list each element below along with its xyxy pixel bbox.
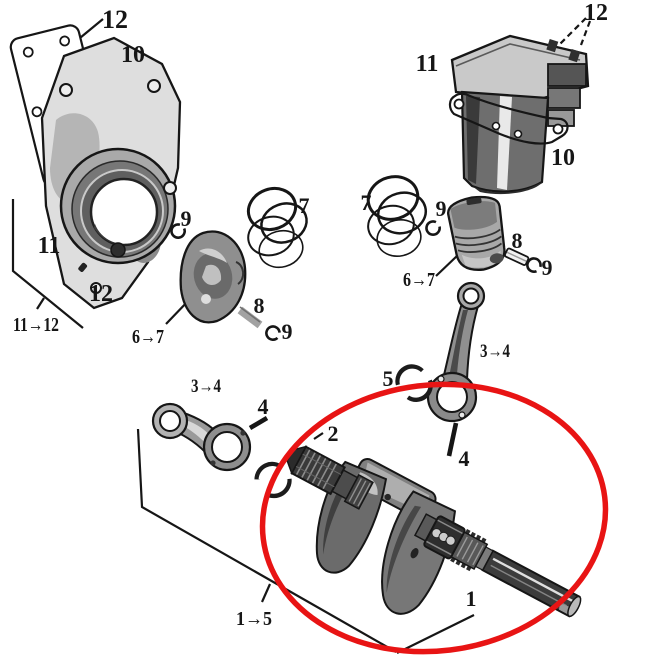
head-stud bbox=[546, 39, 559, 53]
callout-10-left: 10 bbox=[121, 42, 145, 68]
bracket-11-12 bbox=[11, 199, 84, 329]
callout-10-right: 10 bbox=[551, 145, 575, 171]
callout-8-left: 8 bbox=[254, 293, 265, 318]
right-piston bbox=[447, 195, 506, 271]
callout-3-4-left: 3→4 bbox=[191, 376, 221, 397]
callout-1-5: 1→5 bbox=[236, 608, 272, 630]
callout-9-left-low: 9 bbox=[282, 319, 293, 344]
leader-bolt12-right-a bbox=[559, 17, 587, 45]
callout-9-right-top: 9 bbox=[436, 196, 447, 221]
red-highlight-ellipse bbox=[259, 381, 609, 655]
callout-3-4-right: 3→4 bbox=[480, 341, 510, 362]
bracket-1-5 bbox=[136, 428, 397, 653]
callout-9-left-top: 9 bbox=[181, 206, 192, 231]
callout-8-right: 8 bbox=[512, 228, 523, 253]
leader-crank-1 bbox=[396, 614, 475, 654]
right-connecting-rod bbox=[426, 281, 486, 423]
left-connecting-rod bbox=[151, 402, 252, 472]
callout-11-right: 11 bbox=[416, 51, 439, 77]
right-cylinder-gasket bbox=[448, 92, 569, 145]
callout-11-left: 11 bbox=[38, 233, 61, 259]
callout-6-7-right: 6→7 bbox=[403, 269, 435, 291]
tick-mark-2 bbox=[313, 432, 324, 440]
head-stud bbox=[568, 49, 581, 63]
bracket-1-5-tick bbox=[260, 583, 272, 603]
callout-4-left: 4 bbox=[258, 394, 269, 419]
callout-12-left-low: 12 bbox=[89, 281, 113, 307]
bracket-11-12-tick bbox=[36, 297, 45, 310]
piston-rings-right bbox=[366, 175, 428, 257]
right-cylinder bbox=[450, 34, 590, 195]
leader-piston-right bbox=[435, 254, 459, 277]
dowel-pin bbox=[78, 262, 88, 272]
crank-spline bbox=[290, 445, 347, 496]
circlip-icon bbox=[423, 218, 443, 238]
callout-4-right: 4 bbox=[459, 446, 470, 471]
rod-bolt-left bbox=[248, 416, 269, 430]
callout-7-left: 7 bbox=[299, 193, 310, 218]
callout-6-7-left: 6→7 bbox=[132, 326, 164, 348]
leader-bolt12-right-b bbox=[579, 20, 592, 46]
callout-12-right: 12 bbox=[584, 0, 608, 26]
callout-12-left-top: 12 bbox=[102, 5, 128, 34]
crank-bearing bbox=[423, 515, 466, 560]
callout-1: 1 bbox=[466, 586, 477, 611]
callout-9-right-low: 9 bbox=[542, 255, 553, 280]
callout-2: 2 bbox=[328, 421, 339, 446]
callout-11-12: 11→12 bbox=[13, 314, 59, 336]
piston-pin-left bbox=[237, 306, 263, 329]
piston-rings-left bbox=[246, 186, 308, 269]
callout-7-right: 7 bbox=[361, 190, 372, 215]
callout-5: 5 bbox=[383, 366, 394, 391]
left-cylinder bbox=[40, 36, 182, 310]
crankshaft bbox=[286, 445, 582, 618]
circlip-icon bbox=[262, 322, 284, 344]
left-piston bbox=[179, 230, 247, 324]
rod-bolt-right bbox=[446, 422, 459, 457]
